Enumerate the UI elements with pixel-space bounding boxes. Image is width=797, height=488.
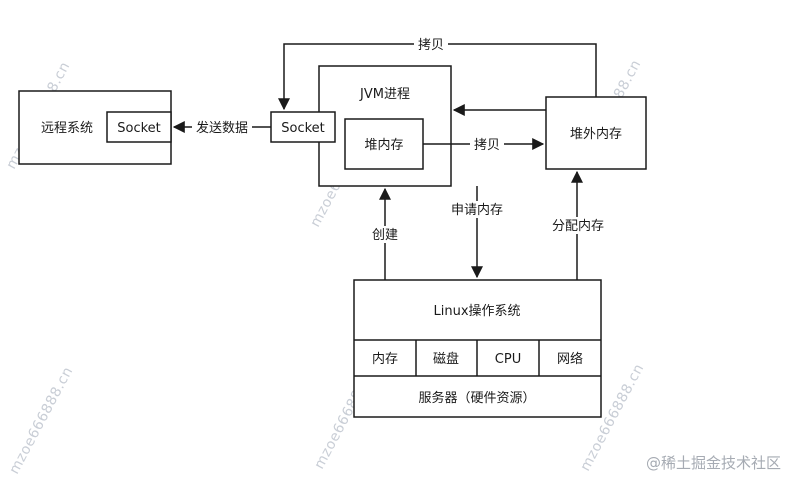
res-network-label: 网络: [557, 351, 583, 367]
edge-copy-mid-bg: [470, 136, 504, 153]
watermark-4: mzoe666888.cn: [6, 364, 76, 477]
edge-copy-top-bg: [414, 36, 448, 53]
edge-allocate-memory-bg: [550, 217, 606, 234]
heap-memory-label: 堆内存: [364, 137, 403, 153]
linux-os-label: Linux操作系统: [433, 303, 520, 319]
offheap-memory-box: [545, 96, 647, 170]
edge-copy-mid-label: 拷贝: [474, 138, 500, 153]
edge-send-data-label: 发送数据: [196, 120, 248, 136]
heap-memory-box: [344, 118, 424, 170]
res-disk-label: 磁盘: [433, 351, 459, 367]
edge-create-bg: [370, 226, 402, 243]
jvm-socket-box: [270, 111, 336, 143]
server-hw-label: 服务器（硬件资源）: [418, 390, 535, 406]
res-memory-label: 内存: [372, 351, 398, 367]
edge-copy-top-label: 拷贝: [418, 38, 444, 53]
remote-socket-box: [106, 111, 172, 143]
remote-socket-label: Socket: [117, 121, 161, 136]
credit-label: @稀土掘金技术社区: [646, 454, 781, 472]
offheap-memory-label: 堆外内存: [570, 126, 622, 142]
remote-system-label: 远程系统: [41, 121, 93, 136]
edge-request-memory-label: 申请内存: [451, 202, 503, 218]
edge-allocate-memory-label: 分配内存: [552, 218, 604, 234]
edge-create-label: 创建: [372, 228, 398, 243]
res-cpu-label: CPU: [495, 352, 521, 367]
edge-send-data-bg: [192, 118, 252, 136]
jvm-process-label: JVM进程: [359, 87, 410, 102]
jvm-socket-label: Socket: [281, 121, 325, 136]
edge-request-memory-bg: [449, 201, 505, 218]
